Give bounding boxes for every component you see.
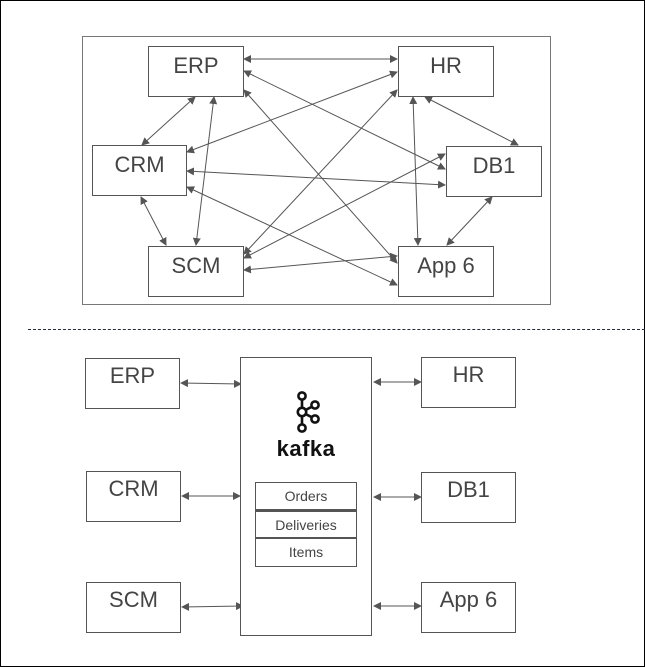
node-db1-hub: DB1 — [421, 472, 516, 523]
node-label: App 6 — [439, 587, 498, 612]
node-app6: App 6 — [398, 246, 494, 297]
link-erp-scm — [192, 96, 218, 246]
link-hr-app6 — [409, 96, 422, 246]
link-erp-kafka — [180, 379, 242, 388]
link-db1-scm — [243, 153, 446, 259]
link-crm-scm — [140, 196, 167, 246]
node-label: CRM — [114, 152, 165, 177]
kafka-wordmark: kafka — [276, 436, 336, 461]
link-hr-db1 — [424, 96, 519, 146]
kafka-logo-icon — [296, 391, 320, 433]
link-scm-app6 — [243, 252, 398, 274]
node-crm-hub: CRM — [86, 471, 181, 522]
topic-items: Items — [255, 538, 357, 567]
node-label: ERP — [109, 363, 156, 388]
topic-orders: Orders — [255, 482, 357, 510]
section-divider — [28, 329, 645, 330]
node-label: CRM — [108, 476, 159, 501]
node-label: SCM — [109, 587, 158, 612]
link-scm-kafka — [181, 602, 244, 611]
topic-deliveries: Deliveries — [255, 510, 357, 538]
node-hr: HR — [398, 46, 494, 97]
link-erp-app6 — [243, 89, 398, 264]
link-hr-scm — [243, 89, 398, 255]
node-erp-hub: ERP — [85, 358, 180, 409]
node-crm: CRM — [92, 145, 187, 196]
link-crm-db1 — [186, 167, 446, 189]
node-label: DB1 — [472, 153, 516, 178]
node-scm-hub: SCM — [86, 582, 181, 633]
node-hr-hub: HR — [421, 357, 516, 408]
link-db1-app6 — [446, 196, 493, 246]
node-label: ERP — [173, 53, 219, 78]
node-label: HR — [430, 53, 462, 78]
node-app6-hub: App 6 — [421, 582, 516, 633]
node-label: App 6 — [417, 253, 475, 278]
node-scm: SCM — [148, 246, 244, 297]
node-erp: ERP — [148, 46, 244, 97]
node-label: DB1 — [447, 477, 490, 502]
node-label: HR — [452, 362, 485, 387]
point-to-point-panel — [82, 36, 551, 305]
node-label: SCM — [171, 253, 221, 278]
link-erp-crm — [141, 96, 196, 146]
node-db1: DB1 — [446, 146, 542, 197]
